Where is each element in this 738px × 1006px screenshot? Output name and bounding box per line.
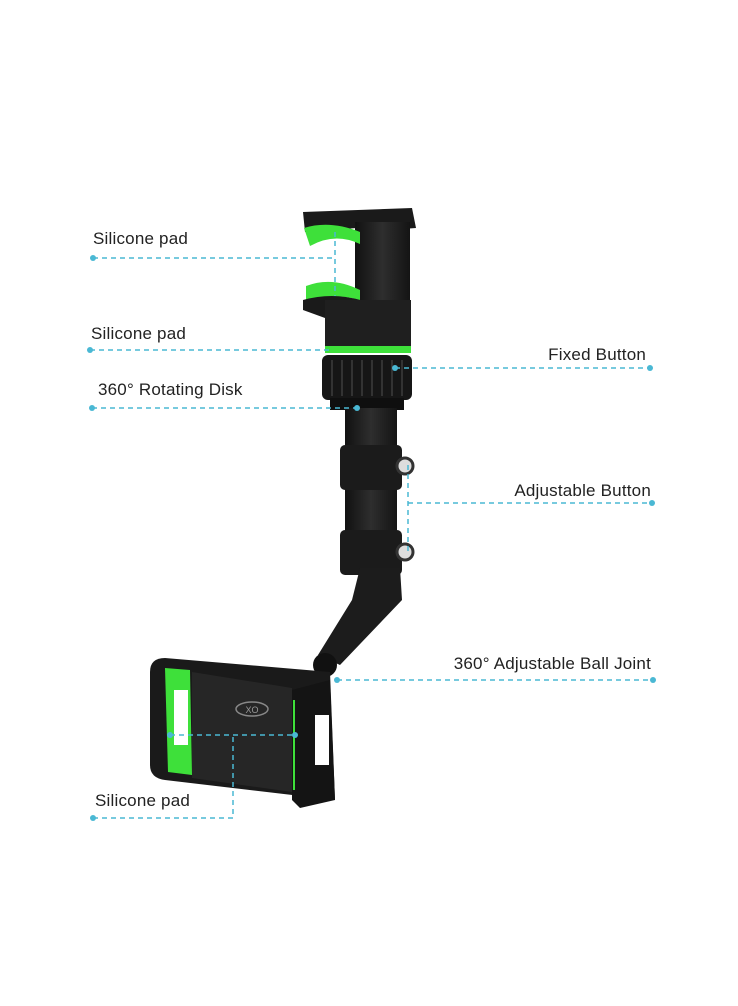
top-jaw-pad	[304, 224, 360, 246]
adjustable-button-2	[395, 542, 415, 562]
label-collar-silicone-pad: Silicone pad	[91, 324, 187, 343]
leader-lines	[90, 232, 653, 819]
xo-logo-text: XO	[245, 705, 258, 715]
collar-silicone-ring	[325, 346, 411, 353]
label-bottom-silicone-pad: Silicone pad	[95, 791, 191, 810]
label-adjustable-button: Adjustable Button	[514, 481, 651, 500]
top-clamp	[303, 208, 416, 410]
rotating-knob	[322, 355, 412, 400]
adjustable-button-1	[395, 456, 415, 476]
label-top-silicone-pad: Silicone pad	[93, 229, 189, 248]
phone-cradle: XO	[150, 658, 335, 808]
label-ball-joint: 360° Adjustable Ball Joint	[453, 654, 651, 673]
label-rotating-disk: 360° Rotating Disk	[98, 380, 243, 399]
leader-dots	[87, 255, 656, 821]
ball-joint	[313, 653, 337, 677]
arm	[313, 408, 415, 677]
label-fixed-button: Fixed Button	[548, 345, 646, 364]
xo-logo	[235, 701, 269, 717]
